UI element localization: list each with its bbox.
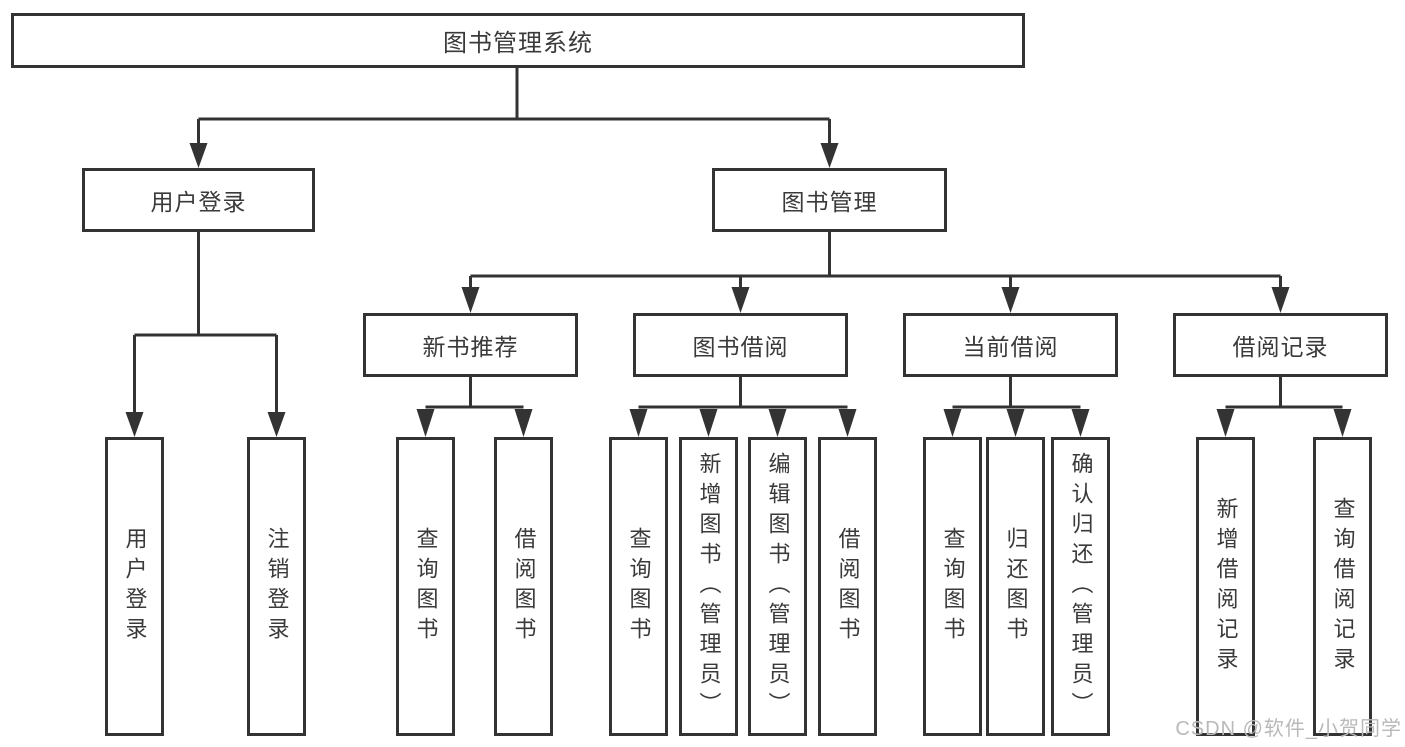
leaf-return-books: 归还图书 — [986, 437, 1045, 736]
arrow-down-icon — [699, 409, 718, 437]
leaf-query-books-current: 查询图书 — [923, 437, 982, 736]
arrow-down-icon — [768, 409, 787, 437]
leaf-query-books-borrowing: 查询图书 — [609, 437, 668, 736]
node-new-book-recommendation: 新书推荐 — [363, 313, 578, 377]
arrow-down-icon — [416, 409, 435, 437]
arrow-down-icon — [1271, 287, 1290, 313]
arrow-down-icon — [267, 412, 286, 437]
node-label: 图书管理系统 — [443, 30, 593, 57]
node-user-login: 用户登录 — [82, 168, 315, 232]
arrow-down-icon — [1006, 409, 1025, 437]
csdn-watermark: CSDN @软件_小贺同学 — [1175, 718, 1402, 740]
leaf-borrow-books: 借阅图书 — [818, 437, 877, 736]
arrow-down-icon — [1001, 287, 1020, 313]
node-label: 查询图书 — [413, 526, 439, 647]
arrow-down-icon — [1071, 409, 1090, 437]
node-library-management-system: 图书管理系统 — [11, 13, 1025, 68]
leaf-borrow-books-recommend: 借阅图书 — [494, 437, 553, 736]
node-label: 借阅图书 — [835, 526, 861, 647]
leaf-query-borrow-record: 查询借阅记录 — [1313, 437, 1372, 736]
node-label: 借阅记录 — [1232, 334, 1329, 360]
leaf-add-borrow-record: 新增借阅记录 — [1196, 437, 1255, 736]
node-label: 查询图书 — [626, 526, 652, 647]
arrow-down-icons — [125, 143, 1352, 437]
arrow-down-icon — [629, 409, 648, 437]
node-label: 图书管理 — [781, 189, 878, 215]
node-label: 查询借阅记录 — [1330, 496, 1356, 677]
node-label: 图书借阅 — [692, 334, 789, 360]
node-current-borrowing: 当前借阅 — [903, 313, 1118, 377]
node-label: 编辑图书（管理员） — [765, 451, 791, 722]
node-label: 新增图书（管理员） — [696, 451, 722, 722]
node-label: 确认归还（管理员） — [1068, 451, 1094, 722]
node-label: 新书推荐 — [422, 334, 519, 360]
arrow-down-icon — [514, 409, 533, 437]
arrow-down-icon — [820, 143, 839, 168]
arrow-down-icon — [1216, 409, 1235, 437]
leaf-confirm-return-admin: 确认归还（管理员） — [1051, 437, 1110, 736]
node-book-borrowing: 图书借阅 — [633, 313, 848, 377]
arrow-down-icon — [943, 409, 962, 437]
node-label: 注销登录 — [264, 526, 290, 647]
leaf-logout: 注销登录 — [247, 437, 306, 736]
leaf-edit-books-admin: 编辑图书（管理员） — [748, 437, 807, 736]
arrow-down-icon — [1333, 409, 1352, 437]
node-label: 查询图书 — [940, 526, 966, 647]
node-label: 当前借阅 — [962, 334, 1059, 360]
node-label: 用户登录 — [150, 189, 247, 215]
node-label: 归还图书 — [1003, 526, 1029, 647]
arrow-down-icon — [189, 143, 208, 168]
tree-edges — [133, 68, 1343, 412]
node-label: 借阅图书 — [511, 526, 537, 647]
arrow-down-icon — [461, 287, 480, 313]
node-label: 新增借阅记录 — [1213, 496, 1239, 677]
leaf-user-login: 用户登录 — [105, 437, 164, 736]
arrow-down-icon — [125, 412, 144, 437]
leaf-query-books-recommend: 查询图书 — [396, 437, 455, 736]
arrow-down-icon — [731, 287, 750, 313]
node-label: 用户登录 — [122, 526, 148, 647]
leaf-add-books-admin: 新增图书（管理员） — [679, 437, 738, 736]
node-borrowing-records: 借阅记录 — [1173, 313, 1388, 377]
node-book-management: 图书管理 — [712, 168, 947, 232]
arrow-down-icon — [838, 409, 857, 437]
